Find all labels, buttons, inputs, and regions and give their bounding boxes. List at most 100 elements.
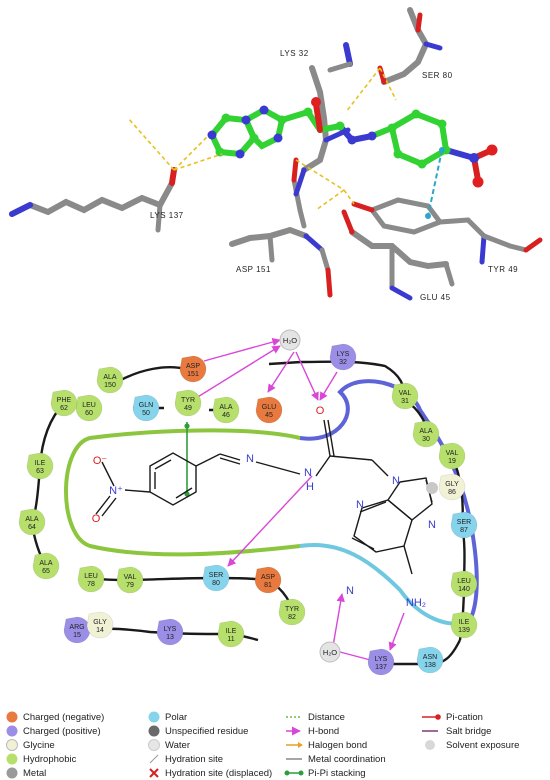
atom-h-amide: H xyxy=(306,481,314,493)
residue-number: 49 xyxy=(184,405,192,412)
atom-n-amide: N xyxy=(304,467,312,479)
ligand-2d xyxy=(95,419,433,575)
legend-unspecified: Unspecified residue xyxy=(165,726,248,737)
residue-name: LYS xyxy=(164,626,177,633)
atom-n1: N xyxy=(346,585,354,597)
residue-number: 14 xyxy=(96,627,104,634)
residue-number: 45 xyxy=(265,412,273,419)
pocket-outline-cyan xyxy=(299,542,471,626)
legend-polar: Polar xyxy=(165,712,187,723)
residue-name: LYS xyxy=(337,351,350,358)
2d-pi-stacking xyxy=(184,422,190,497)
residue-name: ARG xyxy=(69,624,84,631)
residue-name: VAL xyxy=(446,450,459,457)
legend-hydrophobic: Hydrophobic xyxy=(23,754,77,765)
residue-number: 11 xyxy=(227,636,234,643)
legend-water-swatch xyxy=(148,739,160,751)
atom-nh2: NH₂ xyxy=(406,597,426,609)
3d-binding-structure: LYS 32 SER 80 LYS 137 ASP 151 GLU 45 TYR… xyxy=(9,7,543,302)
residue-name: SER xyxy=(209,572,223,579)
legend-hydration: Hydration site xyxy=(165,754,223,765)
residue-number: 140 xyxy=(458,586,470,593)
label-ser80: SER 80 xyxy=(422,71,453,80)
legend-metal: Metal xyxy=(23,768,46,779)
legend-negative: Charged (negative) xyxy=(23,712,104,723)
residue-number: 138 xyxy=(424,662,436,669)
legend-positive: Charged (positive) xyxy=(23,726,101,737)
residue-name: LYS xyxy=(375,656,388,663)
legend-solvent-swatch xyxy=(425,740,435,750)
legend-polar-swatch xyxy=(148,711,160,723)
label-glu45: GLU 45 xyxy=(420,293,451,302)
residue-name: TYR xyxy=(285,606,299,613)
atom-o-minus: O⁻ xyxy=(93,455,108,467)
residue-name: ILE xyxy=(226,628,237,635)
residue-number: 63 xyxy=(36,468,44,475)
legend-saltbridge: Salt bridge xyxy=(446,726,491,737)
residue-number: 139 xyxy=(458,627,470,634)
residue-number: 62 xyxy=(60,405,68,412)
water-1-label: H₂O xyxy=(283,336,297,345)
legend-distance: Distance xyxy=(308,712,345,723)
residue-number: 31 xyxy=(401,398,409,405)
tyr49-stick xyxy=(351,197,543,265)
pocket-outline-blue xyxy=(299,379,479,621)
legend-hydrophobic-swatch xyxy=(6,753,18,765)
residue-name: TYR xyxy=(181,397,195,404)
residue-number: 78 xyxy=(87,581,95,588)
residue-name: SER xyxy=(457,519,471,526)
label-lys32: LYS 32 xyxy=(280,49,309,58)
residue-number: 30 xyxy=(422,436,430,443)
residue-name: GLY xyxy=(445,481,459,488)
legend-hydration-displaced-swatch xyxy=(149,768,159,778)
legend-water: Water xyxy=(165,740,190,751)
legend-metal-coord: Metal coordination xyxy=(308,754,386,765)
atom-n-plus: N⁺ xyxy=(109,485,123,497)
label-lys137: LYS 137 xyxy=(150,211,184,220)
residue-number: 50 xyxy=(142,410,150,417)
residue-name: LEU xyxy=(457,578,471,585)
3d-hbonds xyxy=(127,67,397,211)
residue-number: 82 xyxy=(288,614,296,621)
ligand-atom-labels: O⁻ N⁺ O N N H O N N N N NH₂ xyxy=(92,405,436,609)
legend-pipi: Pi-Pi stacking xyxy=(308,768,366,779)
lys32-stick xyxy=(293,42,353,197)
ligand-atoms xyxy=(207,97,498,188)
residue-number: 15 xyxy=(73,632,81,639)
residue-name: ILE xyxy=(35,460,46,467)
residue-number: 32 xyxy=(339,359,347,366)
atom-n7: N xyxy=(428,519,436,531)
residue-number: 151 xyxy=(187,371,199,378)
residue-name: ASP xyxy=(186,363,200,370)
legend-unspecified-swatch xyxy=(148,725,160,737)
asp151-stick xyxy=(229,157,333,298)
water-2 xyxy=(319,641,341,663)
legend-pication: Pi-cation xyxy=(446,712,483,723)
legend-glycine: Glycine xyxy=(23,740,55,751)
residue-number: 87 xyxy=(460,527,468,534)
legend-hbond: H-bond xyxy=(308,726,339,737)
legend-hydration-swatch xyxy=(149,754,159,764)
residue-name: LEU xyxy=(84,573,98,580)
lys137-stick xyxy=(9,167,177,233)
